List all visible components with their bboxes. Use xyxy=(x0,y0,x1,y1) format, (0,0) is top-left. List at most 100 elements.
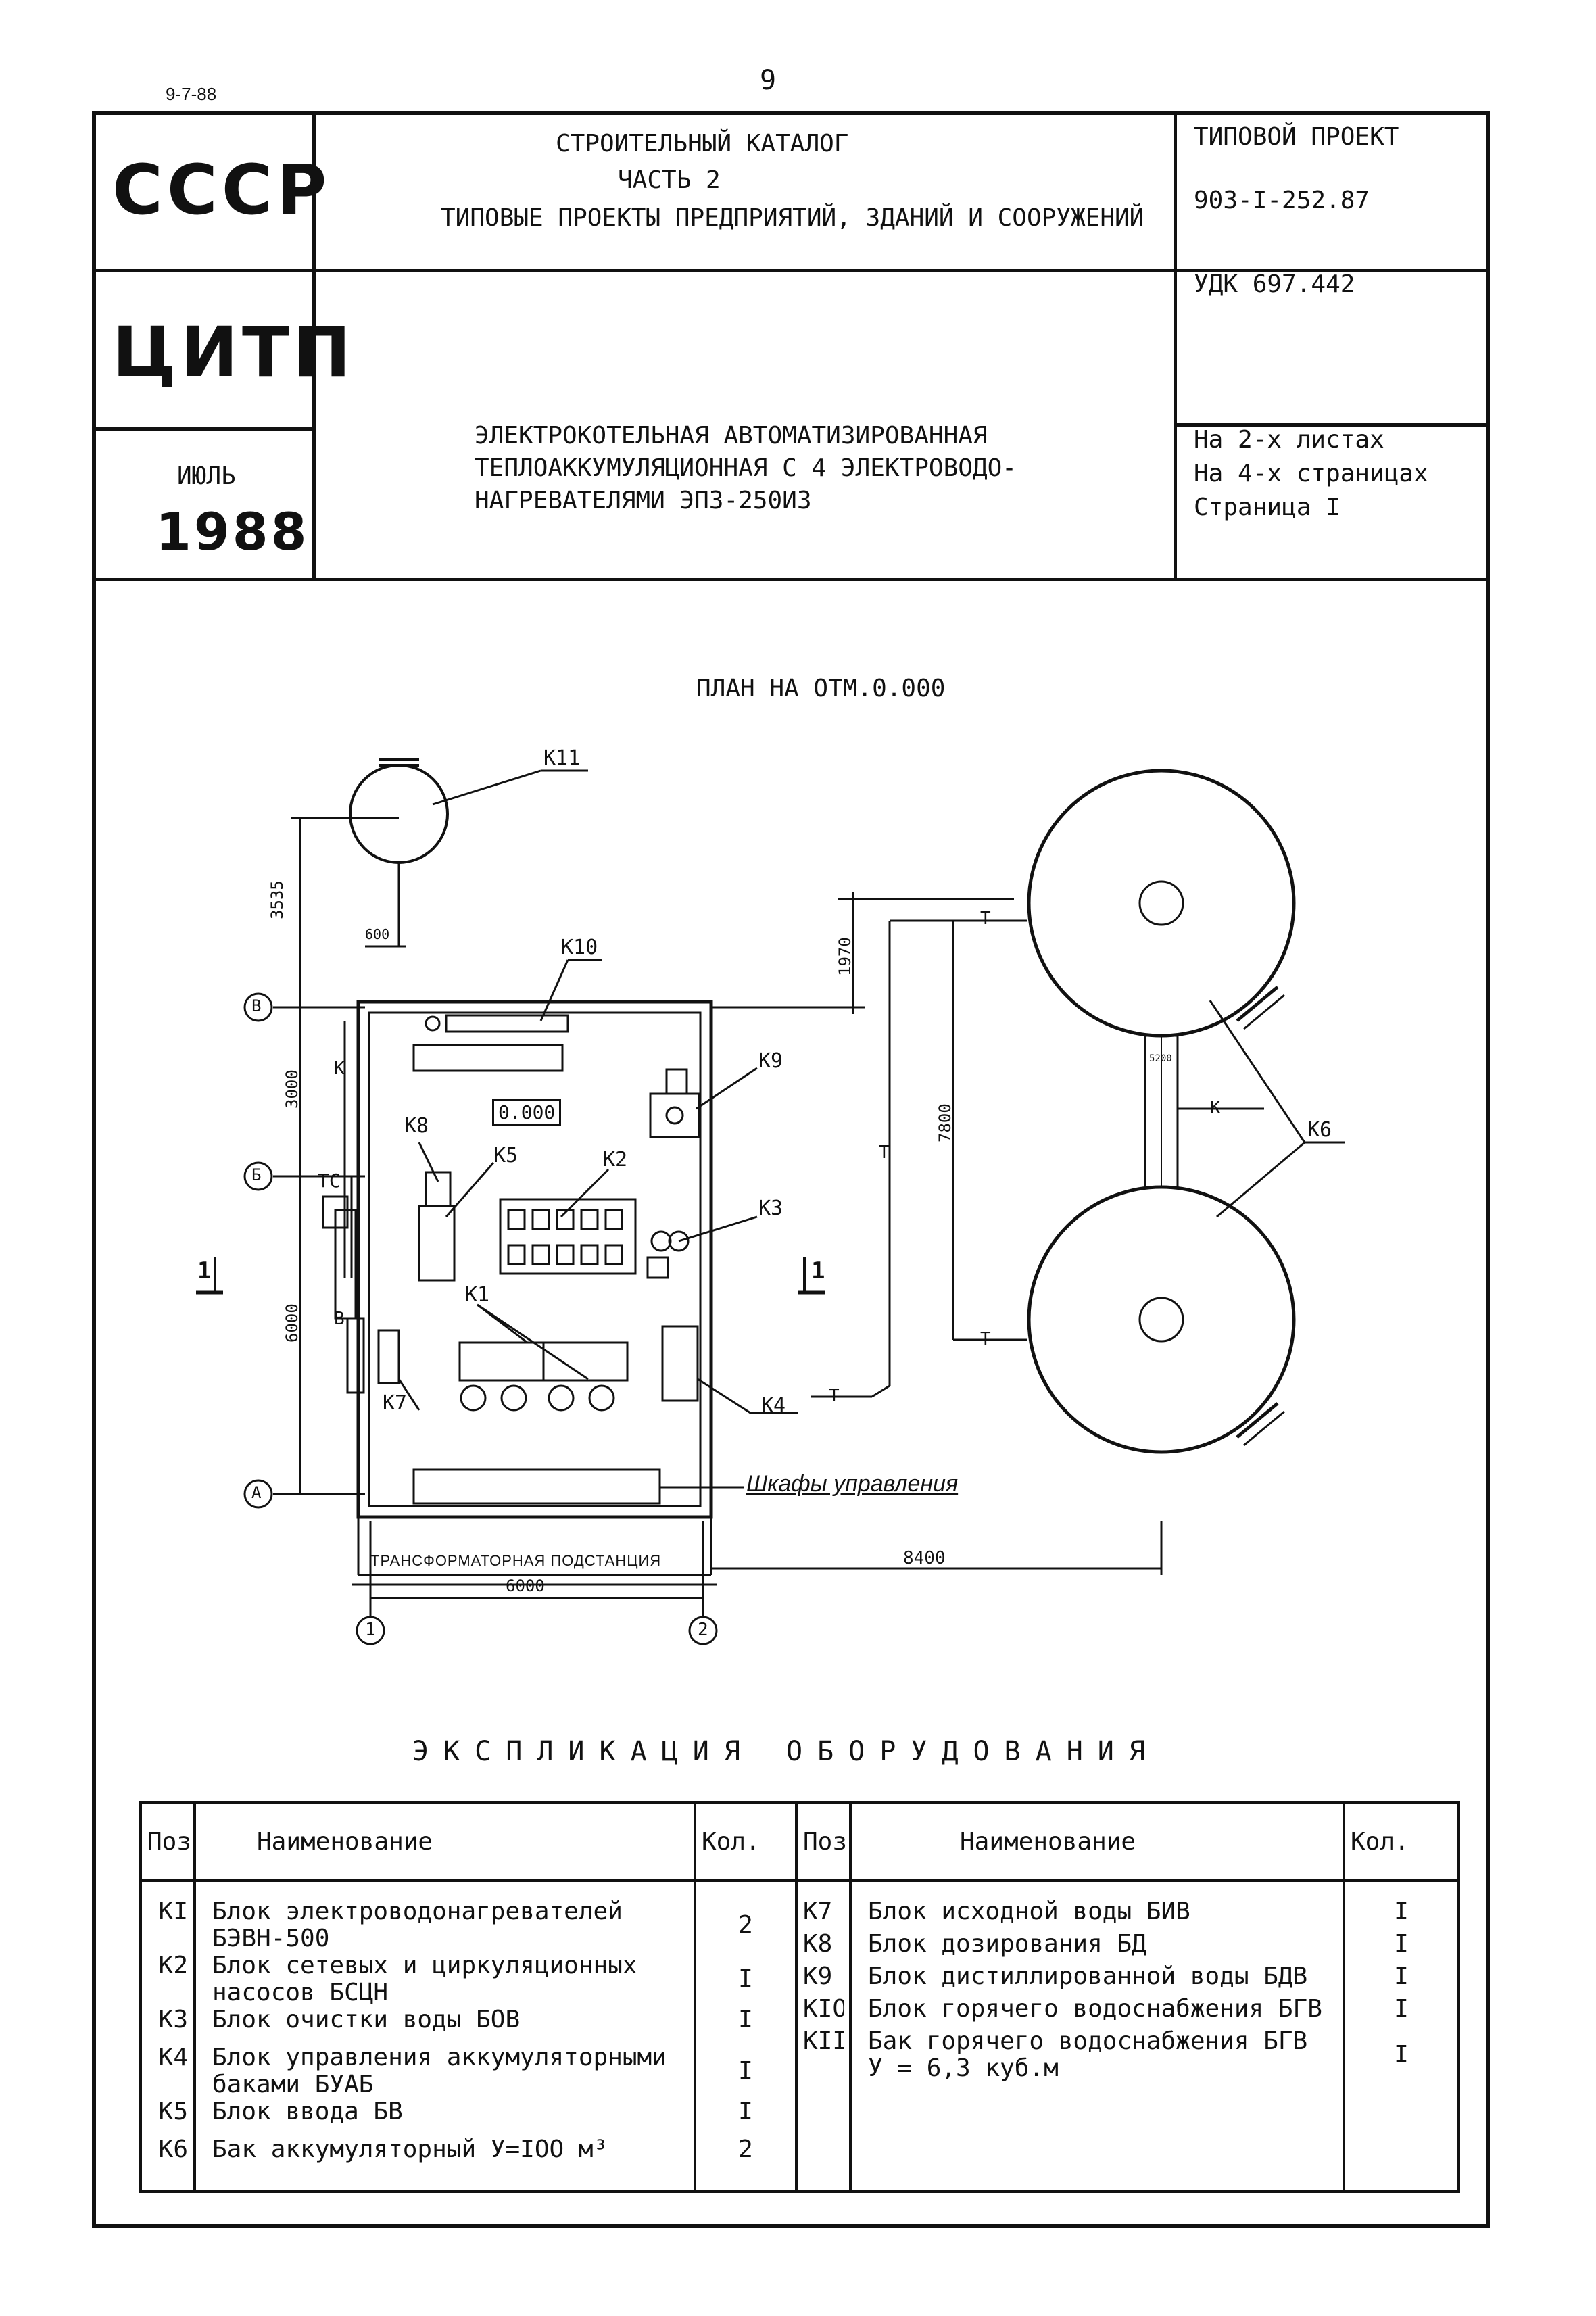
label-pipe-v: В xyxy=(334,1309,345,1329)
name-cell: Блок электроводонагревателей БЭВН-500 xyxy=(212,1898,688,1952)
project-label: ТИПОВОЙ ПРОЕКТ xyxy=(1194,123,1399,151)
label-k5: K5 xyxy=(493,1144,518,1167)
right-pos-column: K7 K8 K9 KIO KII xyxy=(795,1880,852,2193)
header-row-line-right xyxy=(1174,423,1490,427)
issue-year: 1988 xyxy=(155,502,310,562)
axis-b-bubble xyxy=(243,1161,273,1191)
qty-cell: I xyxy=(1394,2041,1409,2069)
header-name-left: Наименование xyxy=(193,1801,696,1882)
header-qty-left: Кол. xyxy=(694,1801,798,1882)
k6-tank-bottom xyxy=(1027,1185,1296,1454)
label-k11: K11 xyxy=(543,746,581,770)
pos-cell: K7 xyxy=(803,1898,833,1925)
header-name-right: Наименование xyxy=(849,1801,1345,1882)
control-cabinets xyxy=(412,1468,661,1505)
pos-cell: K2 xyxy=(158,1952,188,1979)
corner-code: 9-7-88 xyxy=(166,84,217,104)
axis-v-bubble xyxy=(243,992,273,1022)
pos-cell: K3 xyxy=(158,2006,188,2033)
header-bottom-line xyxy=(92,578,1490,581)
label-section-left: 1 xyxy=(197,1257,212,1284)
project-title-line-3: НАГРЕВАТЕЛЯМИ ЭПЗ-250ИЗ xyxy=(475,487,812,514)
k7-unit xyxy=(377,1329,400,1384)
name-cell: Блок дозирования БД xyxy=(868,1931,1146,1958)
left-name-column: Блок электроводонагревателей БЭВН-500 Бл… xyxy=(193,1880,696,2193)
label-section-right: 1 xyxy=(811,1257,825,1284)
k9-unit xyxy=(649,1092,700,1138)
qty-cell: 2 xyxy=(738,2136,753,2163)
header-qty-right: Кол. xyxy=(1343,1801,1460,1882)
explication-table: Поз Наименование Кол. Поз Наименование К… xyxy=(139,1801,1460,2193)
k3-unit xyxy=(650,1230,672,1252)
name-line: Бак горячего водоснабжения БГВ xyxy=(868,2028,1308,2055)
label-k7: K7 xyxy=(383,1391,408,1415)
name-line: баками БУАБ xyxy=(212,2071,374,2098)
k8-unit xyxy=(425,1171,452,1207)
label-pipe-t-top: Т xyxy=(980,909,991,929)
left-qty-column: 2 I I I I 2 xyxy=(694,1880,798,2193)
label-pipe-k: К xyxy=(334,1059,345,1079)
right-name-column: Блок исходной воды БИВ Блок дозирования … xyxy=(849,1880,1345,2193)
header-pos-left: Поз xyxy=(139,1801,196,1882)
header-row-line-left xyxy=(92,427,315,431)
qty-cell: 2 xyxy=(738,1911,753,1939)
axis-a-bubble xyxy=(243,1479,273,1509)
catalog-line-2: ЧАСТЬ 2 xyxy=(618,166,721,194)
name-line: У = 6,3 куб.м xyxy=(868,2054,1059,2082)
k2-unit xyxy=(499,1198,637,1275)
header-divider-right xyxy=(1174,111,1177,580)
project-title-line-1: ЭЛЕКТРОКОТЕЛЬНАЯ АВТОМАТИЗИРОВАННАЯ xyxy=(475,422,988,450)
label-axis-a: А xyxy=(251,1483,262,1502)
label-k9: K9 xyxy=(758,1049,783,1073)
drawing-title: ПЛАН НА ОТМ.0.000 xyxy=(696,675,946,702)
sheet-frame xyxy=(92,111,1490,2228)
k6-tank-top xyxy=(1027,769,1296,1038)
pos-cell: K8 xyxy=(803,1931,833,1958)
name-cell: Блок горячего водоснабжения БГВ xyxy=(868,1996,1322,2023)
qty-cell: I xyxy=(1394,1898,1409,1925)
label-k2: K2 xyxy=(603,1148,628,1172)
label-k1: K1 xyxy=(465,1283,490,1307)
table-row: KI K2 K3 K4 K5 K6 Блок электроводонагрев… xyxy=(139,1880,1460,2193)
name-cell: Блок ввода БВ xyxy=(212,2098,403,2125)
label-axis-2: 2 xyxy=(698,1620,708,1640)
name-line: Блок сетевых и циркуляционных xyxy=(212,1952,637,1979)
name-cell: Бак горячего водоснабжения БГВ У = 6,3 к… xyxy=(868,2028,1337,2082)
project-title-line-2: ТЕПЛОАККУМУЛЯЦИОННАЯ С 4 ЭЛЕКТРОВОДО- xyxy=(475,454,1017,482)
name-line: Блок электроводонагревателей xyxy=(212,1898,623,1925)
label-k6: K6 xyxy=(1307,1118,1332,1142)
label-substation: ТРАНСФОРМАТОРНАЯ ПОДСТАНЦИЯ xyxy=(370,1552,662,1569)
name-cell: Блок сетевых и циркуляционных насосов БС… xyxy=(212,1952,688,2006)
k4-unit xyxy=(661,1325,699,1402)
pos-cell: KI xyxy=(158,1898,188,1925)
name-cell: Блок исходной воды БИВ xyxy=(868,1898,1190,1925)
label-pipe-t-left: Т xyxy=(829,1386,840,1406)
label-small-box: 5200 xyxy=(1149,1053,1172,1064)
catalog-line-3: ТИПОВЫЕ ПРОЕКТЫ ПРЕДПРИЯТИЙ, ЗДАНИЙ И СО… xyxy=(441,204,1144,232)
k10-unit xyxy=(445,1014,569,1033)
label-axis-1: 1 xyxy=(365,1620,376,1640)
name-cell: Бак аккумуляторный У=IOO м³ xyxy=(212,2136,608,2163)
pos-cell: K9 xyxy=(803,1963,833,1990)
header-divider-left xyxy=(312,111,316,580)
qty-cell: I xyxy=(738,1965,753,1993)
name-cell: Блок дистиллированной воды БДВ xyxy=(868,1963,1308,1990)
catalog-line-1: СТРОИТЕЛЬНЫЙ КАТАЛОГ xyxy=(556,130,849,158)
page-count: На 4-х страницах xyxy=(1194,460,1428,487)
label-axis-v: В xyxy=(251,996,262,1015)
pos-cell: K6 xyxy=(158,2136,188,2163)
project-number: 903-I-252.87 xyxy=(1194,187,1370,214)
label-k10: K10 xyxy=(561,936,598,959)
label-pipe-k-right: К xyxy=(1210,1098,1221,1118)
label-cabinets: Шкафы управления xyxy=(746,1471,959,1497)
label-k3: K3 xyxy=(758,1197,783,1220)
axis-1-bubble xyxy=(356,1616,385,1645)
table-header-row: Поз Наименование Кол. Поз Наименование К… xyxy=(139,1801,1460,1882)
qty-cell: I xyxy=(738,2057,753,2085)
label-axis-b: Б xyxy=(251,1165,262,1184)
dim-3535: 3535 xyxy=(268,880,287,919)
page-number: 9 xyxy=(760,65,777,96)
left-pos-column: KI K2 K3 K4 K5 K6 xyxy=(139,1880,196,2193)
dim-8400: 8400 xyxy=(903,1548,946,1568)
